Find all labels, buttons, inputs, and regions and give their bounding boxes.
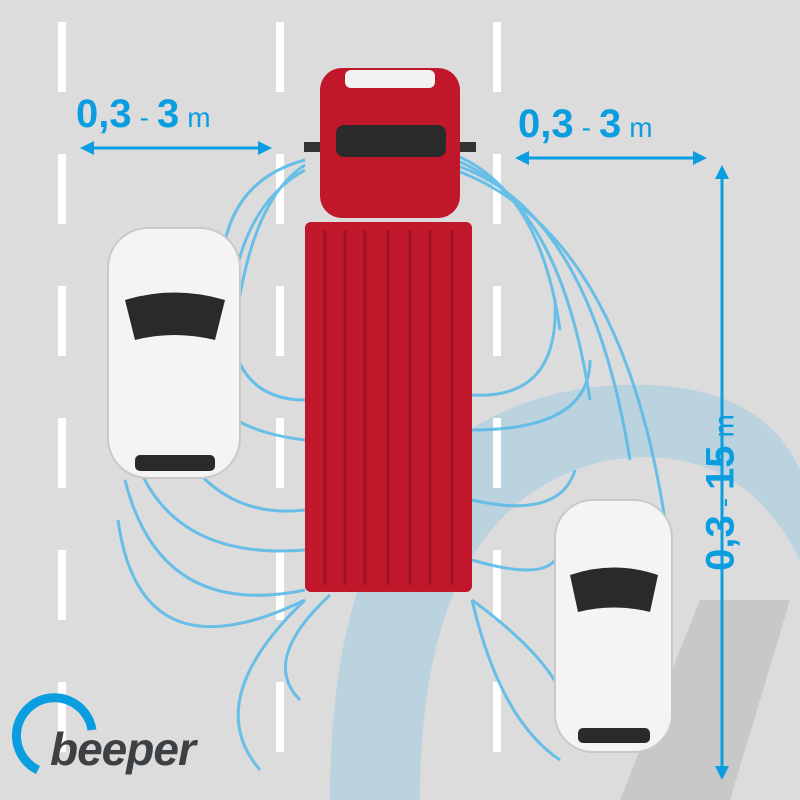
lateral-range-right-label: 0,3 - 3 m <box>518 102 653 147</box>
range-max: 3 <box>598 102 622 146</box>
range-max: 15 <box>698 445 743 490</box>
truck <box>304 68 476 592</box>
range-sep: - <box>708 497 740 508</box>
car-left <box>107 227 241 479</box>
range-min: 0,3 <box>76 92 132 136</box>
range-min: 0,3 <box>698 515 743 571</box>
range-sep: - <box>139 102 149 133</box>
range-min: 0,3 <box>518 102 574 146</box>
distance-arrows <box>80 141 729 780</box>
lateral-range-left-label: 0,3 - 3 m <box>76 92 211 137</box>
range-unit: m <box>708 414 740 438</box>
rear-range-label: 0,3 - 15 m <box>699 368 744 618</box>
car-right <box>554 499 673 753</box>
logo-arc-icon <box>12 693 97 775</box>
range-sep: - <box>581 112 591 143</box>
range-unit: m <box>629 112 653 143</box>
range-max: 3 <box>156 92 180 136</box>
watermark-wedge <box>620 600 790 800</box>
range-unit: m <box>187 102 211 133</box>
beeper-logo: beeper <box>50 723 196 775</box>
